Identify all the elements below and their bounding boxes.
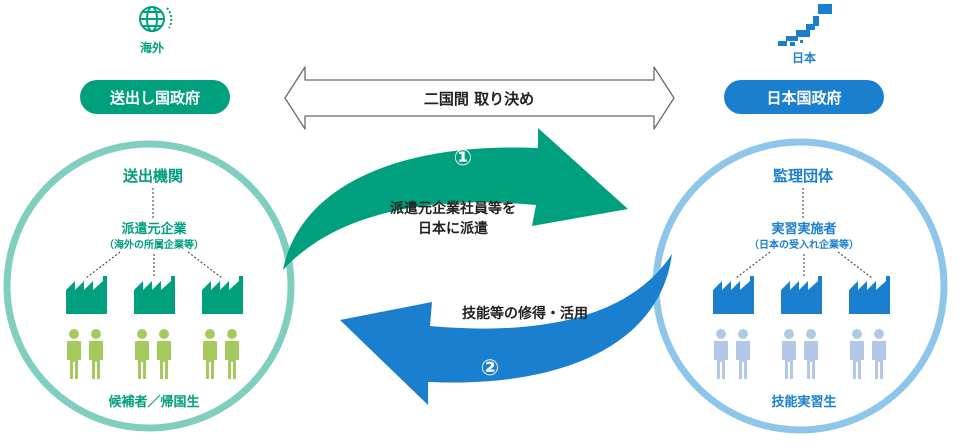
flow-1-number: ① (454, 146, 473, 171)
left-company-title: 派遣元企業 (121, 221, 187, 237)
left-connectors (85, 251, 223, 279)
right-ring (652, 138, 948, 434)
left-govt-pill (80, 80, 230, 114)
left-govt-label: 送出し国政府 (109, 89, 200, 107)
left-region-label: 海外 (140, 40, 164, 55)
flow-2-label: 技能等の修得・活用 (462, 305, 588, 322)
left-side: 海外 送出し国政府 送出機関 派遣元企業 （海外の所属企業等） 候補 (3, 6, 295, 432)
right-govt-pill (724, 80, 884, 114)
japan-map-icon (778, 4, 832, 46)
flow-2-arrow (340, 254, 672, 405)
right-govt-label: 日本国政府 (766, 89, 841, 107)
left-org-title: 送出機関 (122, 167, 183, 185)
left-people-label: 候補者／帰国生 (108, 394, 199, 410)
globe-icon (139, 6, 173, 32)
right-region-label: 日本 (792, 50, 816, 65)
flow-1-arrow (283, 128, 628, 270)
right-people-label: 技能実習生 (771, 394, 836, 410)
right-org-title: 監理団体 (773, 167, 834, 185)
flow-1-line1: 派遣元企業社員等を (390, 200, 516, 217)
right-company-sub: （日本の受入れ企業等） (749, 238, 859, 251)
flow-2-number: ② (481, 356, 500, 381)
flow-1-line2: 日本に派遣 (418, 220, 488, 237)
right-connectors (735, 251, 873, 279)
left-company-sub: （海外の所属企業等） (104, 238, 204, 251)
agreement-label: 二国間 取り決め (424, 90, 534, 108)
right-side: 日本 日本国政府 監理団体 実習実施者 （日本の受入れ企業等） 技能実習生 (652, 4, 948, 434)
agreement-double-arrow (284, 66, 675, 130)
right-company-title: 実習実施者 (771, 221, 836, 237)
